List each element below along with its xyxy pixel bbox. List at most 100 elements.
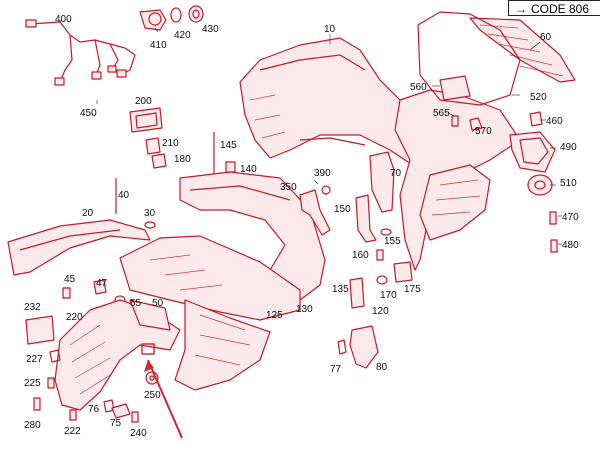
part-430-holder xyxy=(188,5,204,23)
label-145: 145 xyxy=(220,140,237,151)
part-50-bracket xyxy=(129,299,171,331)
label-220: 220 xyxy=(66,312,83,323)
part-20-trim-strip xyxy=(7,219,151,276)
part-460-clip xyxy=(529,111,543,127)
part-420-ring xyxy=(170,7,182,23)
part-510-sensor-holder xyxy=(527,174,553,196)
label-77: 77 xyxy=(330,364,342,375)
part-45-screw xyxy=(62,287,71,299)
highlight-arrowhead xyxy=(144,360,154,372)
label-200: 200 xyxy=(135,96,152,107)
label-240: 240 xyxy=(130,428,147,439)
label-222: 222 xyxy=(64,426,81,437)
part-175-bracket xyxy=(393,261,413,283)
part-220-mounting-bracket xyxy=(54,299,181,411)
part-227-clip xyxy=(49,349,61,363)
label-227: 227 xyxy=(26,354,43,365)
part-70-bracket xyxy=(369,151,395,213)
label-520: 520 xyxy=(530,92,547,103)
label-155: 155 xyxy=(384,236,401,247)
label-120: 120 xyxy=(372,306,389,317)
label-160: 160 xyxy=(352,250,369,261)
label-350: 350 xyxy=(280,182,297,193)
label-400: 400 xyxy=(55,14,72,25)
part-155-clip xyxy=(380,228,392,236)
label-55: 55 xyxy=(130,298,142,309)
label-130: 130 xyxy=(296,304,313,315)
part-210-clip xyxy=(145,137,161,155)
label-170: 170 xyxy=(380,290,397,301)
label-76: 76 xyxy=(88,404,100,415)
part-490-housing xyxy=(509,131,556,173)
label-210: 210 xyxy=(162,138,179,149)
label-450: 450 xyxy=(80,108,97,119)
part-222-screw xyxy=(69,409,77,421)
part-400-wiring-harness xyxy=(25,19,136,86)
part-77-clip xyxy=(337,339,347,355)
part-80-reflector xyxy=(349,325,379,369)
label-470: 470 xyxy=(562,212,579,223)
label-420: 420 xyxy=(174,30,191,41)
part-130-lower-panel xyxy=(119,235,301,321)
highlighted-clip xyxy=(141,343,183,439)
label-570: 570 xyxy=(475,126,492,137)
label-480: 480 xyxy=(562,240,579,251)
part-390-clip xyxy=(321,185,331,195)
part-470-screw xyxy=(549,211,557,225)
label-430: 430 xyxy=(202,24,219,35)
label-70: 70 xyxy=(390,168,402,179)
code-806-box: → CODE 806 xyxy=(508,0,600,16)
part-570-clip xyxy=(469,117,483,131)
part-480-screw xyxy=(550,239,558,253)
part-140-clip xyxy=(225,161,236,173)
label-390: 390 xyxy=(314,168,331,179)
label-80: 80 xyxy=(376,362,388,373)
label-140: 140 xyxy=(240,164,257,175)
part-120-lower-diffuser xyxy=(174,299,271,391)
part-410-sensor xyxy=(139,9,167,31)
label-560: 560 xyxy=(410,82,427,93)
label-565: 565 xyxy=(433,108,450,119)
label-232: 232 xyxy=(24,302,41,313)
label-50: 50 xyxy=(152,298,164,309)
part-240-screw xyxy=(131,411,139,423)
label-490: 490 xyxy=(560,142,577,153)
label-280: 280 xyxy=(24,420,41,431)
part-280-screw xyxy=(33,397,41,411)
label-45: 45 xyxy=(64,274,76,285)
label-10: 10 xyxy=(324,24,336,35)
label-175: 175 xyxy=(404,284,421,295)
part-225-screw xyxy=(47,377,55,389)
part-200-reflector xyxy=(129,107,163,133)
label-47: 47 xyxy=(96,278,108,289)
part-30-washer xyxy=(144,221,156,229)
label-30: 30 xyxy=(144,208,156,219)
label-225: 225 xyxy=(24,378,41,389)
part-232-cover xyxy=(25,315,55,345)
part-180-clip xyxy=(151,153,167,169)
label-250: 250 xyxy=(144,390,161,401)
label-75: 75 xyxy=(110,418,122,429)
label-60: 60 xyxy=(540,32,552,43)
label-150: 150 xyxy=(334,204,351,215)
part-47-clip xyxy=(93,279,107,295)
arrow-icon: → xyxy=(515,2,527,16)
part-565-screw xyxy=(451,115,459,127)
part-350-bracket xyxy=(299,189,331,236)
part-60-upper-trim xyxy=(469,17,576,83)
label-135: 135 xyxy=(332,284,349,295)
leader-lines xyxy=(59,19,562,245)
label-125: 125 xyxy=(266,310,283,321)
part-560-bracket xyxy=(439,75,471,101)
part-160-screw xyxy=(376,249,384,261)
part-170-nut xyxy=(376,275,388,285)
part-labels: 400 410 420 430 10 60 450 200 560 520 56… xyxy=(24,14,579,439)
label-20: 20 xyxy=(82,208,94,219)
label-460: 460 xyxy=(546,116,563,127)
highlight-box xyxy=(141,343,155,355)
code-label: CODE 806 xyxy=(531,2,590,16)
label-510: 510 xyxy=(560,178,577,189)
part-150-bracket xyxy=(355,194,377,243)
part-135-strip xyxy=(349,277,365,309)
